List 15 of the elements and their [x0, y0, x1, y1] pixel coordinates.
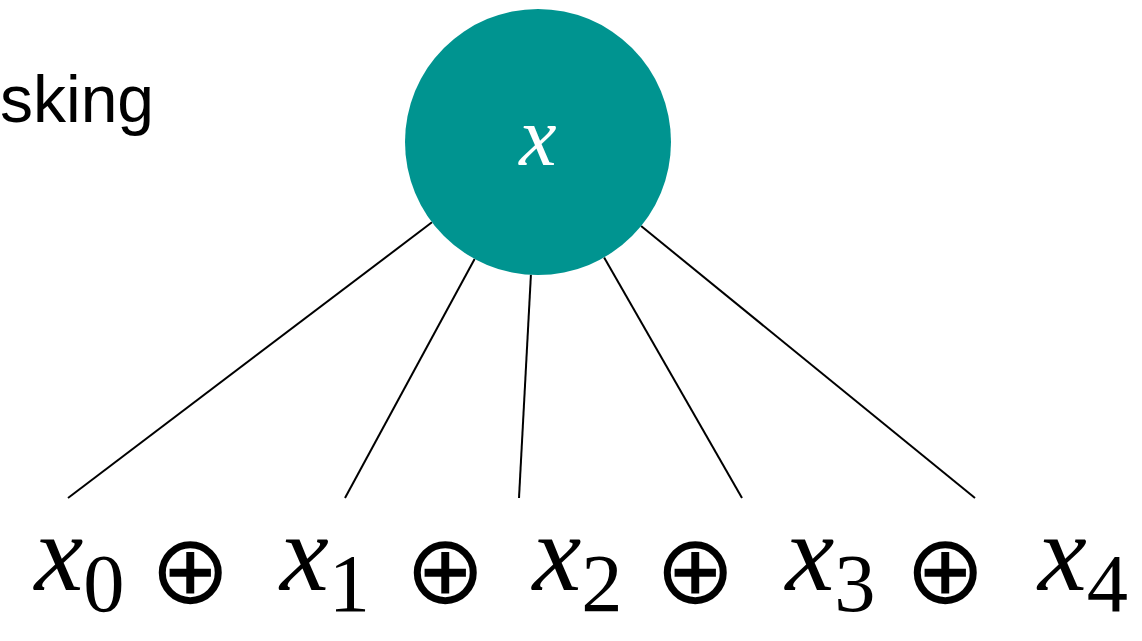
- variable-term: x$_{2}$: [525, 498, 630, 633]
- variable-label: x: [519, 95, 557, 179]
- connector-line: [67, 221, 433, 499]
- variable-term: x$_{4}$: [1028, 498, 1138, 633]
- connector-line: [344, 257, 476, 499]
- variable-term: x$_{1}$: [275, 498, 375, 633]
- connector-line: [518, 273, 532, 499]
- xor-operator: ⊕: [655, 522, 736, 618]
- xor-operator: ⊕: [405, 522, 486, 618]
- xor-operator: ⊕: [150, 522, 231, 618]
- xor-operator: ⊕: [905, 522, 986, 618]
- connector-line: [640, 225, 976, 499]
- variable-term: x$_{3}$: [778, 498, 883, 633]
- variable-term: x$_{0}$: [22, 498, 137, 633]
- connector-line: [603, 256, 743, 499]
